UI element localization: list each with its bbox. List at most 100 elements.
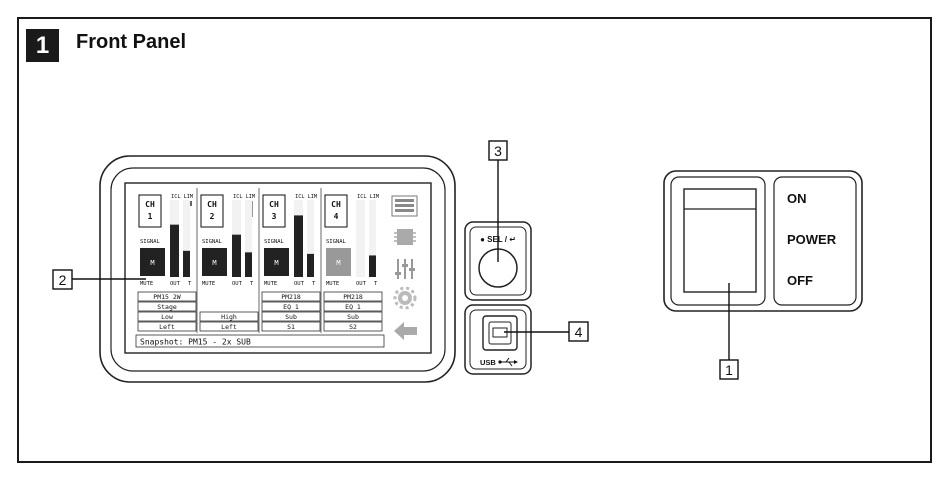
power-on-label: ON xyxy=(787,191,807,206)
output-meter-level xyxy=(369,255,376,277)
setting-cell[interactable] xyxy=(261,311,321,322)
processor-icon[interactable] xyxy=(394,229,416,245)
output-meter-track xyxy=(183,200,190,277)
callout-3: 3 xyxy=(488,140,508,262)
mute-label: MUTE xyxy=(202,281,215,287)
mute-button-label: M xyxy=(274,259,278,267)
mute-button-label: M xyxy=(336,259,340,267)
mute-button-label: M xyxy=(150,259,154,267)
setting-value: S2 xyxy=(349,323,357,331)
setting-cell[interactable] xyxy=(261,321,321,332)
signal-label: SIGNAL xyxy=(140,239,161,245)
setting-cell[interactable] xyxy=(137,291,197,302)
diagram-frame xyxy=(17,17,932,463)
setting-cell[interactable] xyxy=(323,321,383,332)
usb-icon xyxy=(498,357,518,367)
setting-cell[interactable] xyxy=(199,311,259,322)
mute-label: MUTE xyxy=(326,281,339,287)
setting-value: Sub xyxy=(285,313,297,321)
setting-cell[interactable] xyxy=(199,321,259,332)
t-label: T xyxy=(312,281,316,287)
setting-value: S1 xyxy=(287,323,295,331)
callout-1-label: 1 xyxy=(725,362,733,378)
input-meter-level xyxy=(232,234,241,277)
callout-3-label: 3 xyxy=(494,143,502,159)
callout-4: 4 xyxy=(504,321,589,342)
setting-cell[interactable] xyxy=(323,311,383,322)
callout-2-label: 2 xyxy=(59,272,67,288)
setting-value: EQ 1 xyxy=(345,303,361,311)
section-title: Front Panel xyxy=(76,31,187,53)
channel-number: 2 xyxy=(210,212,215,221)
setting-value: Sub xyxy=(347,313,359,321)
input-meter-track xyxy=(356,200,365,277)
mute-button-label: M xyxy=(212,259,216,267)
mute-label: MUTE xyxy=(140,281,153,287)
t-label: T xyxy=(374,281,378,287)
signal-label: SIGNAL xyxy=(326,239,347,245)
faders-icon[interactable] xyxy=(395,259,415,279)
channel-button[interactable] xyxy=(200,194,224,228)
signal-label: SIGNAL xyxy=(202,239,223,245)
t-label: T xyxy=(188,281,192,287)
callout-2: 2 xyxy=(52,269,146,290)
icl-lim-label: ICL LIM xyxy=(171,194,193,200)
layout-icon[interactable] xyxy=(391,195,418,217)
setting-value: PM218 xyxy=(343,293,363,301)
setting-cell[interactable] xyxy=(323,301,383,312)
icl-lim-label: ICL LIM xyxy=(233,194,255,200)
setting-value: Low xyxy=(161,313,173,321)
out-label: OUT xyxy=(232,281,243,287)
gear-icon[interactable] xyxy=(393,286,417,310)
snapshot-text: Snapshot: PM15 - 2x SUB xyxy=(140,338,251,347)
usb-label: USB xyxy=(480,358,496,367)
input-meter-level xyxy=(294,215,303,277)
setting-value: Left xyxy=(221,323,237,331)
channel-label: CH xyxy=(331,200,341,209)
setting-cell[interactable] xyxy=(137,311,197,322)
channel-button[interactable] xyxy=(262,194,286,228)
mute-button[interactable] xyxy=(202,248,227,276)
usb-panel: USB xyxy=(464,304,532,375)
setting-value: PM218 xyxy=(281,293,301,301)
power-rocker-switch[interactable] xyxy=(683,188,757,293)
out-label: OUT xyxy=(294,281,305,287)
channel-button[interactable] xyxy=(324,194,348,228)
out-label: OUT xyxy=(170,281,181,287)
setting-value: PM15 2W xyxy=(153,293,180,301)
output-meter-track xyxy=(307,200,314,277)
setting-cell[interactable] xyxy=(137,321,197,332)
setting-cell[interactable] xyxy=(261,301,321,312)
out-label: OUT xyxy=(356,281,367,287)
mute-button[interactable] xyxy=(140,248,165,276)
snapshot-bar[interactable]: Snapshot: PM15 - 2x SUB xyxy=(135,334,385,348)
signal-label: SIGNAL xyxy=(264,239,285,245)
channel-label: CH xyxy=(269,200,279,209)
mute-button[interactable] xyxy=(326,248,351,276)
callout-1: 1 xyxy=(719,283,739,380)
output-meter-level xyxy=(183,250,190,277)
section-number: 1 xyxy=(26,29,59,62)
channel-label: CH xyxy=(145,200,155,209)
icl-lim-label: ICL LIM xyxy=(295,194,317,200)
setting-cell[interactable] xyxy=(323,291,383,302)
setting-cell[interactable] xyxy=(261,291,321,302)
output-meter-track xyxy=(245,200,252,277)
setting-cell[interactable] xyxy=(137,301,197,312)
power-title-label: POWER xyxy=(787,232,837,247)
t-label: T xyxy=(250,281,254,287)
channel-number: 3 xyxy=(272,212,277,221)
channel-label: CH xyxy=(207,200,217,209)
setting-value: Left xyxy=(159,323,175,331)
mute-button[interactable] xyxy=(264,248,289,276)
channel-button[interactable] xyxy=(138,194,162,228)
power-off-label: OFF xyxy=(787,273,813,288)
input-meter-level xyxy=(170,224,179,277)
back-arrow-icon[interactable] xyxy=(394,322,417,340)
power-switch-assembly: ON POWER OFF xyxy=(663,170,863,312)
